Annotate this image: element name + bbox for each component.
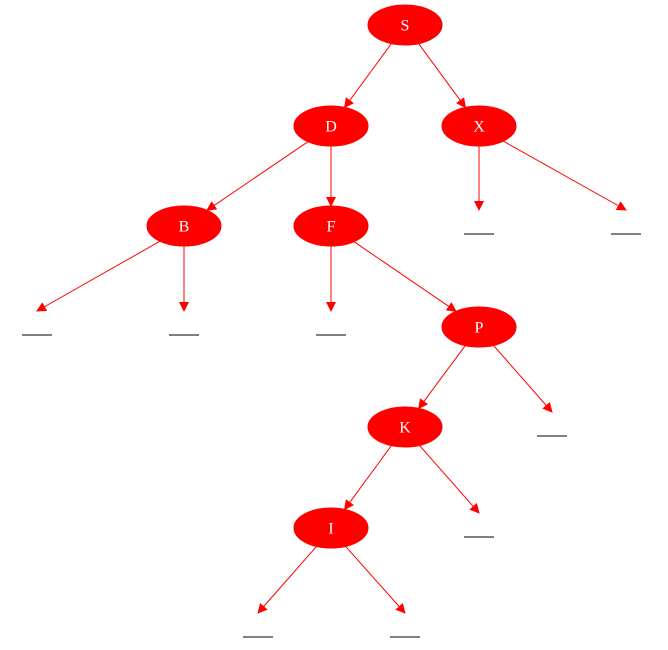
node-label-x: X [473,119,485,136]
node-shape-k [367,406,443,448]
tree-node-s: S [367,4,443,46]
edge-s-to-x [418,43,466,109]
tree-node-k: K [367,406,443,448]
node-shape-x [441,105,517,147]
tree-node-d: D [293,105,369,147]
tree-node-b: B [146,205,222,247]
node-shape-p [441,306,517,348]
node-label-b: B [179,219,190,236]
node-label-s: S [401,18,410,35]
node-shape-f [293,205,369,247]
edge-i-to-null-i-right [345,546,406,614]
edge-k-to-i [344,445,392,511]
nodes-layer: S D X B F P K I [146,4,517,549]
node-label-p: P [475,320,484,337]
edge-k-to-null-k-right [419,445,480,514]
tree-node-x: X [441,105,517,147]
node-label-f: F [327,219,336,236]
null-markers-layer [22,233,641,638]
node-label-d: D [325,119,337,136]
edge-s-to-d [344,43,392,109]
edges-layer [36,43,627,614]
node-shape-b [146,205,222,247]
edge-x-to-null-x-right [502,140,627,211]
tree-node-i: I [293,507,369,549]
edge-f-to-p [353,241,457,312]
node-shape-i [293,507,369,549]
edge-d-to-b [206,141,309,211]
edge-b-to-null-b-left [36,240,161,312]
node-shape-s [367,4,443,46]
edge-p-to-k [418,345,466,410]
tree-node-f: F [293,205,369,247]
node-label-i: I [328,521,333,538]
edge-i-to-null-i-left [257,546,317,614]
node-shape-d [293,105,369,147]
edge-p-to-null-p-right [493,345,553,413]
node-label-k: K [399,420,411,437]
tree-node-p: P [441,306,517,348]
